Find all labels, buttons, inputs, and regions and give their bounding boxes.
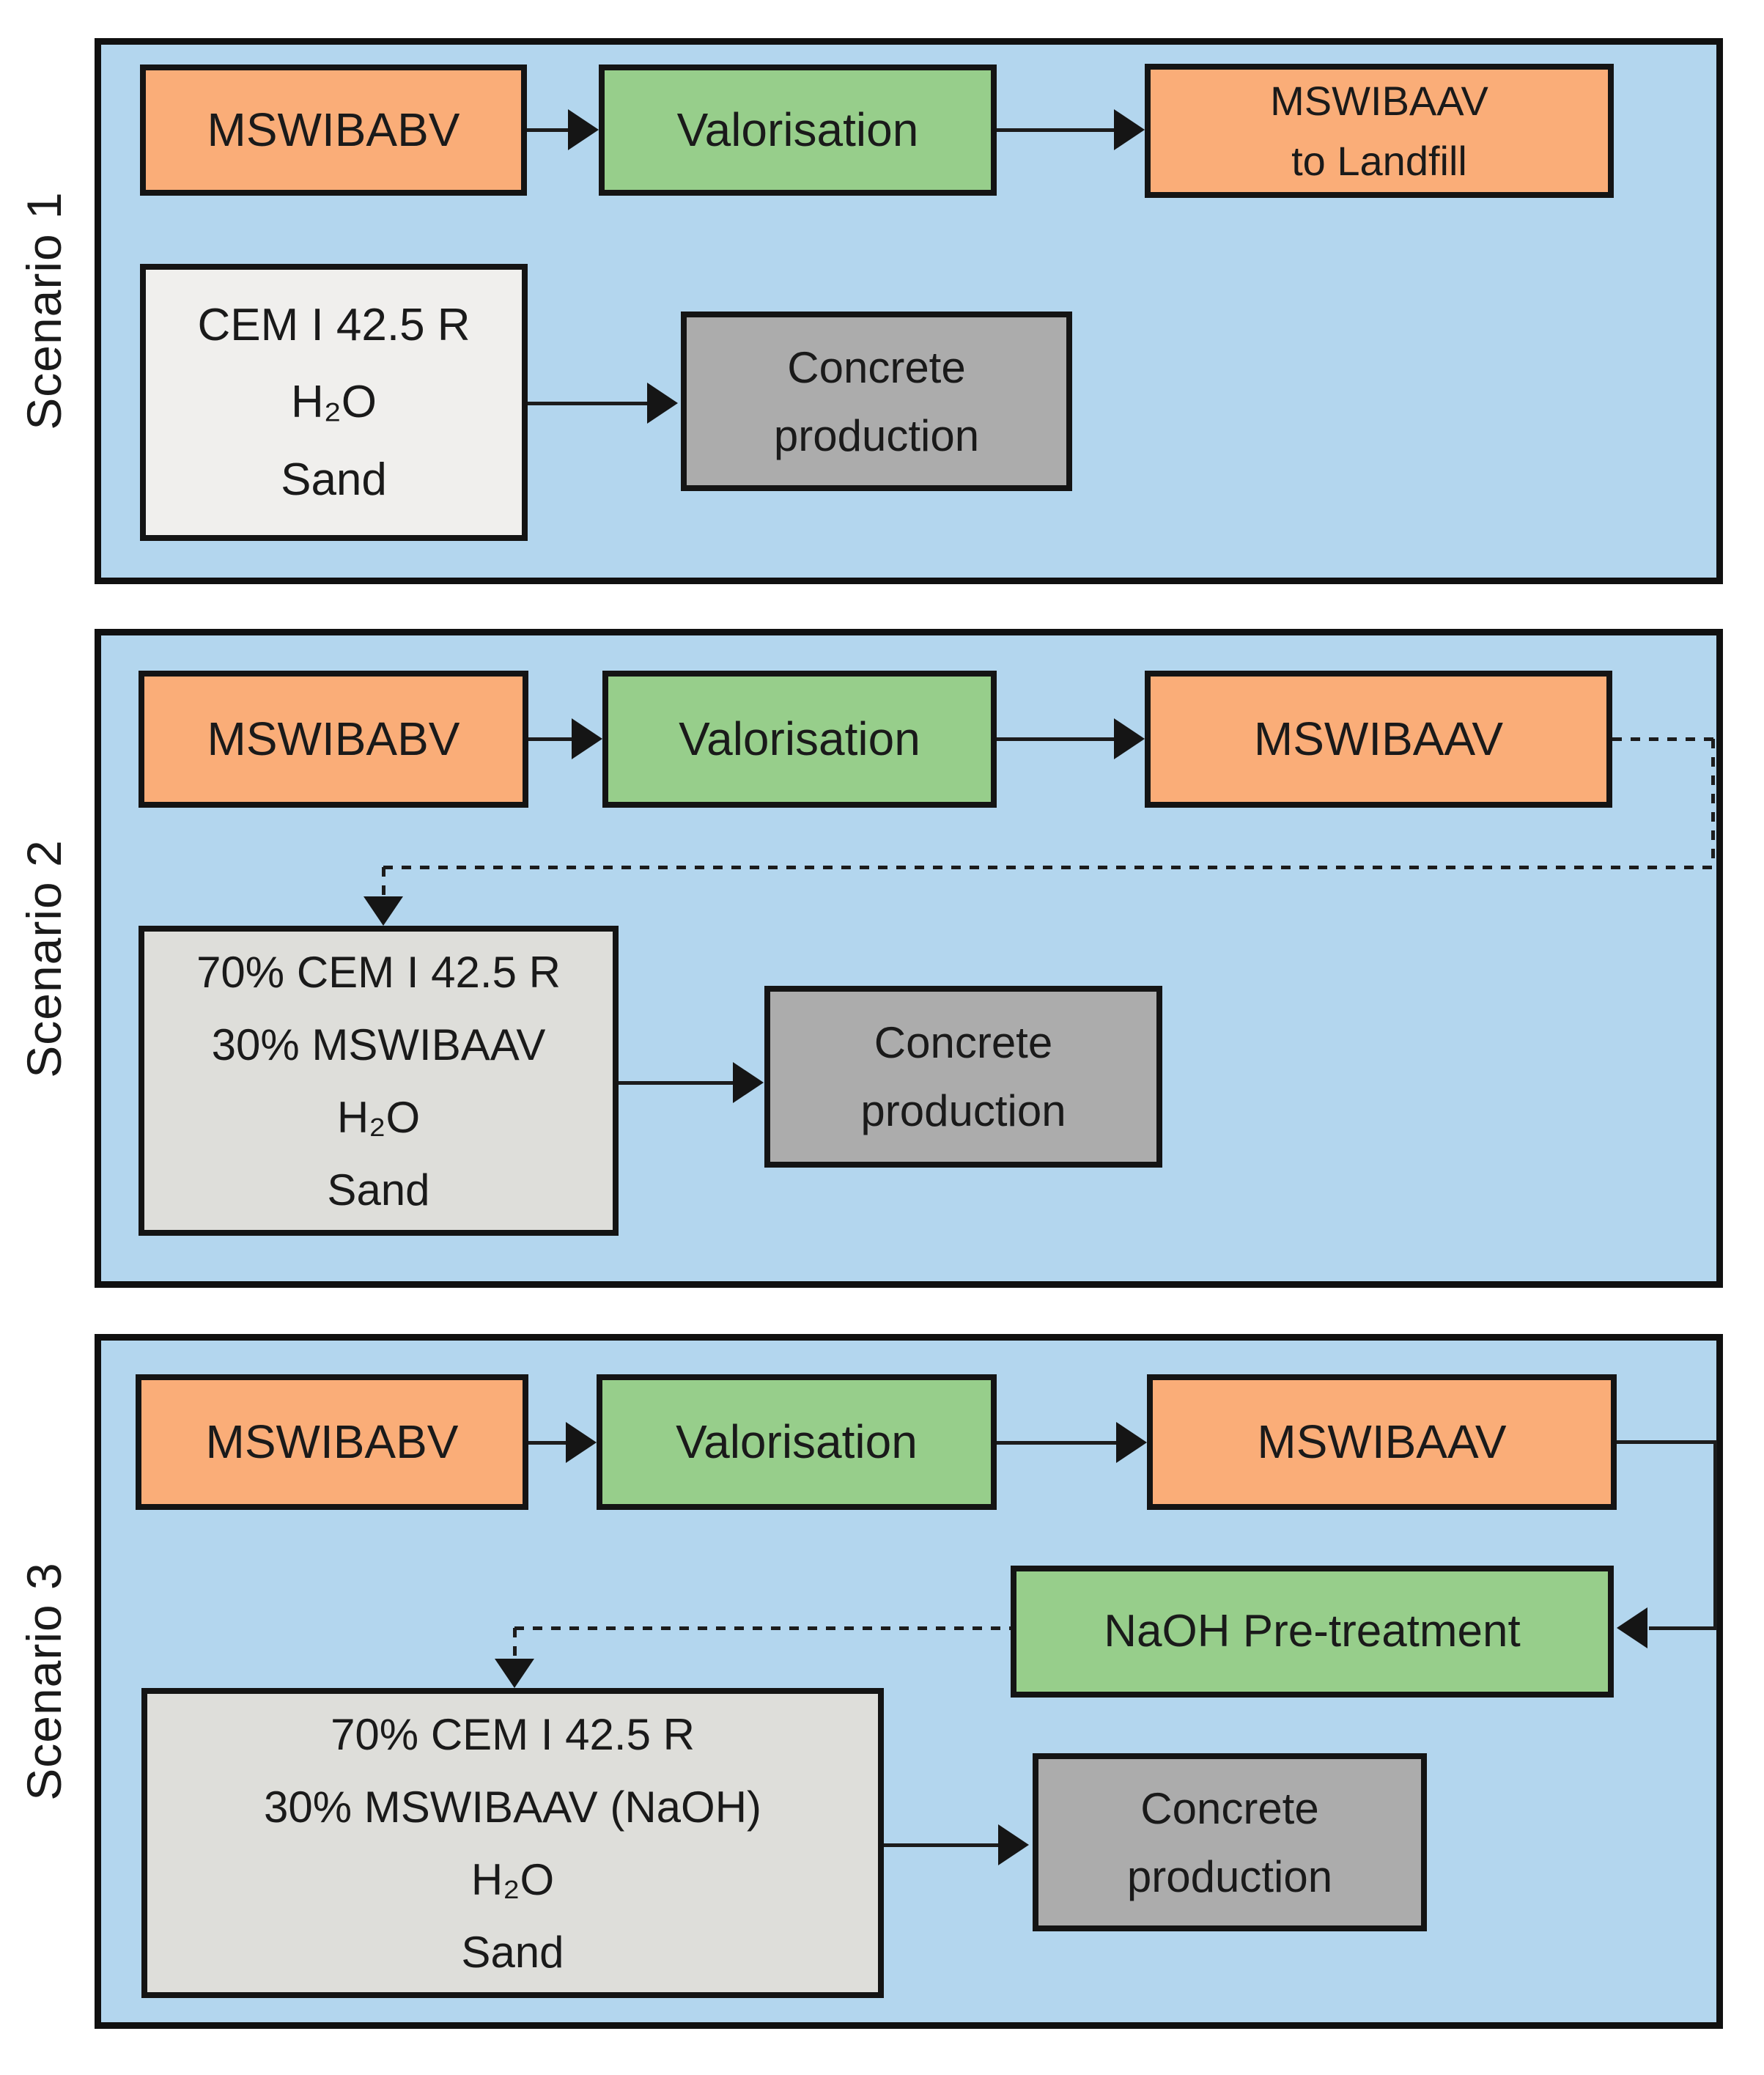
scenario-3-panel: MSWIBABV Valorisation MSWIBAAV NaOH Pre-… <box>95 1334 1723 2029</box>
s1-mswibabv-box: MSWIBABV <box>140 65 527 196</box>
s3-connector-segment-right <box>1617 1440 1717 1444</box>
s2-arrow2-head-icon <box>1114 718 1145 759</box>
s1-landfill-line1: MSWIBAAV <box>1270 78 1488 125</box>
s2-dashed-arrow-head-icon <box>363 896 403 926</box>
s3-arrow2-head-icon <box>1116 1422 1147 1463</box>
s3-mswibabv-box: MSWIBABV <box>136 1374 528 1510</box>
s2-dashed-segment-down-right <box>1711 739 1715 867</box>
s3-concrete-box: Concrete production <box>1033 1753 1427 1931</box>
s3-arrow1-head-icon <box>566 1422 597 1463</box>
s3-concrete-line2: production <box>1126 1851 1333 1901</box>
s3-connector-segment-left <box>1649 1626 1717 1630</box>
s3-mix-line4: Sand <box>461 1927 564 1977</box>
s3-dashed-segment-across <box>514 1626 1011 1630</box>
s1-arrow2-line <box>997 128 1117 132</box>
s2-arrow1-line <box>528 737 575 741</box>
s3-mix-line3: H₂O <box>470 1854 555 1904</box>
s1-valorisation-box: Valorisation <box>599 65 997 196</box>
scenario-2-label: Scenario 2 <box>17 839 71 1078</box>
s1-concrete-line2: production <box>773 410 980 460</box>
s1-concrete-line1: Concrete <box>787 342 966 392</box>
s3-concrete-line1: Concrete <box>1140 1783 1319 1833</box>
s2-arrow2-line <box>997 737 1117 741</box>
s1-arrow1-head-icon <box>568 109 599 150</box>
scenario-1-label: Scenario 1 <box>17 191 71 430</box>
scenario-3-label: Scenario 3 <box>17 1562 71 1801</box>
s2-mswibabv-box: MSWIBABV <box>139 671 528 808</box>
s1-concrete-box: Concrete production <box>681 312 1072 491</box>
s2-mix-line3: H₂O <box>336 1092 421 1142</box>
scenario-1-panel: MSWIBABV Valorisation MSWIBAAV to Landfi… <box>95 38 1723 584</box>
s3-mswibaav-box: MSWIBAAV <box>1147 1374 1617 1510</box>
s3-valorisation-label: Valorisation <box>676 1415 918 1468</box>
s3-mswibabv-label: MSWIBABV <box>205 1415 459 1468</box>
s3-arrow2-line <box>997 1441 1119 1445</box>
s2-mswibaav-label: MSWIBAAV <box>1253 712 1504 765</box>
s1-mix-line3: Sand <box>281 454 387 505</box>
s1-landfill-line2: to Landfill <box>1291 137 1467 184</box>
s1-mix-line1: CEM I 42.5 R <box>197 299 470 350</box>
s3-mswibaav-label: MSWIBAAV <box>1257 1415 1507 1468</box>
scenario-2-panel: MSWIBABV Valorisation MSWIBAAV 70% CEM I… <box>95 629 1723 1288</box>
s2-concrete-line2: production <box>860 1086 1066 1135</box>
s2-mix-line1: 70% CEM I 42.5 R <box>196 947 561 997</box>
s3-mix-box: 70% CEM I 42.5 R 30% MSWIBAAV (NaOH) H₂O… <box>141 1688 884 1998</box>
s2-valorisation-label: Valorisation <box>679 712 920 765</box>
s2-mix-line4: Sand <box>327 1165 430 1215</box>
s2-mswibaav-box: MSWIBAAV <box>1145 671 1612 808</box>
s2-mix-line2: 30% MSWIBAAV <box>211 1020 546 1069</box>
s2-mix-box: 70% CEM I 42.5 R 30% MSWIBAAV H₂O Sand <box>139 926 619 1236</box>
s1-mix-line2: H₂O <box>290 377 377 428</box>
s3-naoh-label: NaOH Pre-treatment <box>1104 1605 1521 1656</box>
s2-arrow3-head-icon <box>733 1062 764 1103</box>
s1-arrow2-head-icon <box>1114 109 1145 150</box>
s2-dashed-segment-right <box>1612 737 1715 741</box>
s2-concrete-line1: Concrete <box>874 1018 1053 1067</box>
s3-naoh-box: NaOH Pre-treatment <box>1011 1566 1614 1698</box>
s3-arrow3-head-icon <box>998 1824 1029 1865</box>
s1-landfill-box: MSWIBAAV to Landfill <box>1145 64 1614 198</box>
s3-valorisation-box: Valorisation <box>597 1374 997 1510</box>
s1-valorisation-label: Valorisation <box>676 103 919 156</box>
s1-mswibabv-label: MSWIBABV <box>207 103 460 156</box>
s1-arrow3-head-icon <box>647 383 678 424</box>
s1-arrow3-line <box>528 402 650 405</box>
s2-mswibabv-label: MSWIBABV <box>207 712 460 765</box>
s3-mix-line2: 30% MSWIBAAV (NaOH) <box>263 1782 761 1832</box>
s3-arrow1-line <box>528 1441 569 1445</box>
s3-arrow3-line <box>884 1843 1001 1847</box>
s2-arrow1-head-icon <box>572 718 602 759</box>
s3-dashed-arrow-head-icon <box>495 1659 534 1688</box>
s2-arrow3-line <box>619 1081 736 1085</box>
s3-connector-arrow-head-icon <box>1617 1607 1647 1648</box>
s3-connector-segment-down <box>1713 1440 1717 1629</box>
s1-arrow1-line <box>527 128 571 132</box>
s2-concrete-box: Concrete production <box>764 986 1162 1168</box>
s1-mix-box: CEM I 42.5 R H₂O Sand <box>140 264 528 541</box>
s2-dashed-segment-across <box>383 866 1713 869</box>
s3-dashed-segment-down <box>513 1628 517 1659</box>
s2-valorisation-box: Valorisation <box>602 671 997 808</box>
s3-mix-line1: 70% CEM I 42.5 R <box>331 1709 695 1759</box>
s2-dashed-segment-down-left <box>382 867 385 900</box>
